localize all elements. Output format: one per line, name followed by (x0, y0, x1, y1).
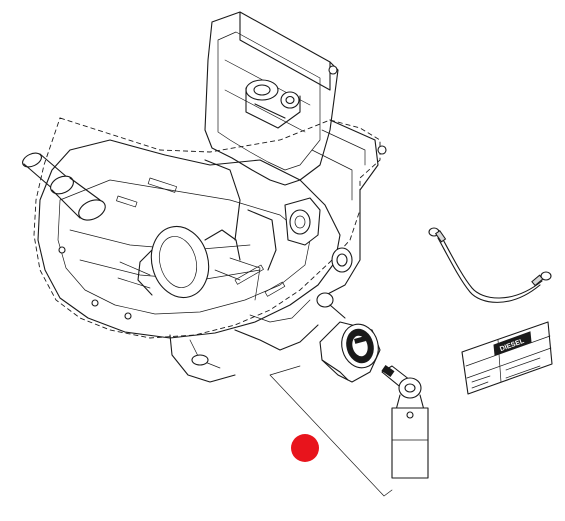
shaft-cylinder (22, 152, 106, 221)
callout-leader (269, 365, 393, 497)
ignition-lock-cylinder (316, 292, 381, 383)
label-plate: DIESEL (461, 321, 553, 395)
gear-stack (284, 197, 321, 246)
center-motor (117, 225, 241, 299)
ignition-key (381, 364, 429, 479)
key-tag (391, 407, 429, 479)
pivot-assembly (245, 79, 301, 129)
main-housing-assembly (22, 11, 387, 383)
ground-cable (428, 227, 552, 303)
highlight-marker (291, 434, 319, 462)
